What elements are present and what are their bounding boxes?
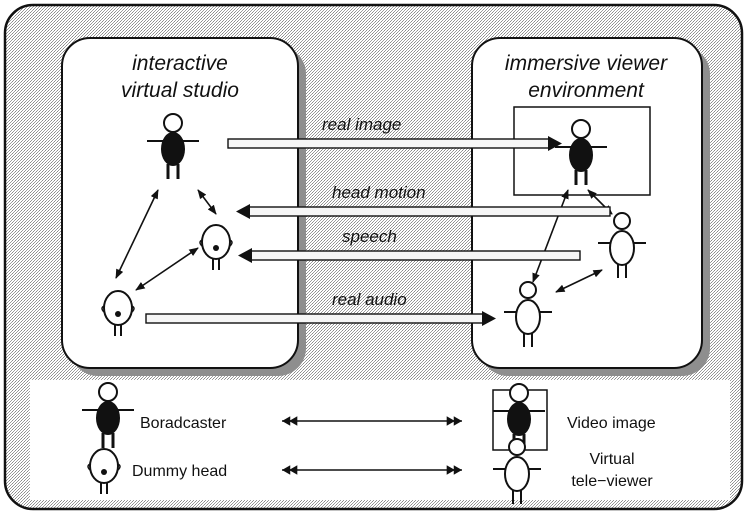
legend-virtual-line2: tele−viewer	[571, 473, 653, 490]
channel-head-motion: head motion	[236, 183, 611, 219]
studio-title-line2: virtual studio	[121, 79, 239, 102]
legend-dummy-head-label: Dummy head	[132, 463, 227, 480]
arrow-broad-to-dummy-left	[115, 189, 159, 279]
channel-speech-label: speech	[342, 227, 397, 246]
legend-virtual-line1: Virtual	[589, 451, 634, 468]
viewer-title-line1: immersive viewer	[505, 52, 668, 75]
legend-video-image-label: Video image	[567, 415, 656, 432]
channel-head-motion-label: head motion	[332, 183, 426, 202]
arrow-viewers	[555, 269, 603, 293]
legend-area	[30, 380, 730, 500]
channel-real-image-label: real image	[322, 115, 401, 134]
channel-real-audio: real audio	[145, 290, 496, 326]
legend-broadcaster-label: Boradcaster	[140, 415, 227, 432]
viewer-title-line2: environment	[528, 79, 645, 102]
studio-panel	[61, 37, 299, 369]
arrow-dummy-left-to-right	[135, 247, 199, 291]
studio-title-line1: interactive	[132, 52, 228, 75]
arrow-broad-to-dummy-right	[197, 189, 217, 215]
arrow-video-to-viewer-left	[532, 189, 569, 283]
channel-real-audio-label: real audio	[332, 290, 407, 309]
channel-speech: speech	[238, 227, 581, 263]
channel-real-image: real image	[227, 115, 562, 151]
